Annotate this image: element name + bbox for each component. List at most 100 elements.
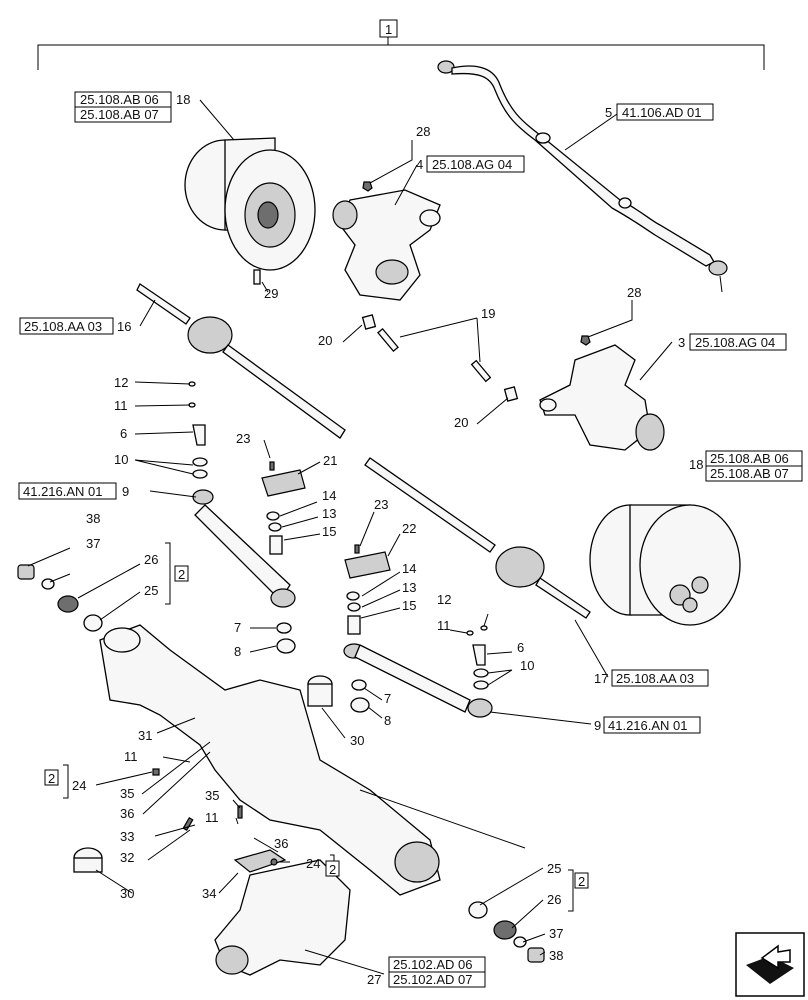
callout-35: 35 (120, 786, 134, 801)
pin-19-a (377, 327, 399, 353)
washer-8-left (276, 638, 296, 654)
plug-24-left (152, 768, 160, 776)
ref-27b: 25.102.AD 07 (393, 972, 473, 987)
callout-7-right: 7 (384, 691, 391, 706)
callout-23-top: 23 (236, 431, 250, 446)
bushing-15-lower (347, 615, 361, 635)
callout-13-upper: 13 (322, 506, 336, 521)
steering-cylinder-lower (343, 643, 493, 718)
callout-18-right: 18 (689, 457, 703, 472)
ring-13-lower (347, 602, 361, 612)
assembly-ref: 1 (385, 22, 392, 37)
callout-30-bottom: 30 (120, 886, 134, 901)
bolt-35 (237, 805, 243, 819)
washer-10a (192, 457, 208, 467)
plug-24-bottom (270, 858, 278, 866)
callout-14-upper: 14 (322, 488, 336, 503)
ring-13-upper (268, 522, 282, 532)
callout-9-right: 9 (594, 718, 601, 733)
screw-23-b (354, 544, 360, 554)
group-2-left: 2 (178, 567, 185, 582)
ring-37-right (513, 936, 527, 948)
cap-38-left (17, 564, 35, 580)
track-rod (437, 60, 728, 293)
callout-22: 22 (402, 521, 416, 536)
bolt-29 (253, 269, 261, 285)
callout-20-top: 20 (318, 333, 332, 348)
ring-37-left (41, 578, 55, 590)
ref-9b: 41.216.AN 01 (608, 718, 688, 733)
callout-13-lower: 13 (402, 580, 416, 595)
callout-8-right: 8 (384, 713, 391, 728)
ref-18a-1: 25.108.AB 06 (80, 92, 159, 107)
leader-lines (27, 99, 673, 975)
ref-9a: 41.216.AN 01 (23, 484, 103, 499)
callout-11-low: 11 (205, 810, 219, 825)
steering-knuckle-right (539, 344, 665, 451)
group-2-bottom: 2 (329, 862, 336, 877)
screw-23-a (269, 461, 275, 471)
bushing-30-lower-body (73, 857, 103, 873)
callout-31: 31 (138, 728, 152, 743)
bracket-22 (344, 551, 391, 579)
nut-28-top (362, 181, 373, 192)
group-2-right: 2 (578, 874, 585, 889)
drive-shaft-lower (364, 457, 591, 619)
callout-18-left: 18 (176, 92, 190, 107)
callout-25-left: 25 (144, 583, 158, 598)
callout-14-lower: 14 (402, 561, 416, 576)
ref-18a-2: 25.108.AB 07 (80, 107, 159, 122)
callout-15-upper: 15 (322, 524, 336, 539)
callout-38-left: 38 (86, 511, 100, 526)
callout-12-right: 12 (437, 592, 451, 607)
differential-housing (214, 859, 351, 976)
clip-11-right (466, 630, 474, 636)
callout-24-left: 24 (72, 778, 86, 793)
nut-28-right (580, 335, 591, 346)
ref-27a: 25.102.AD 06 (393, 957, 473, 972)
bushing-25-right (468, 901, 488, 919)
next-page-icon[interactable] (735, 932, 805, 997)
ring-14-lower (346, 591, 360, 601)
sleeve-20-top (361, 314, 377, 330)
callout-4: 4 (416, 157, 423, 172)
plate-34 (233, 849, 287, 873)
washer-10d (473, 680, 489, 690)
steering-cylinder-left (192, 489, 296, 608)
callout-5: 5 (605, 105, 612, 120)
callout-32: 32 (120, 850, 134, 865)
callout-27: 27 (367, 972, 381, 987)
callout-24-bottom: 24 (306, 856, 320, 871)
callout-20-bottom: 20 (454, 415, 468, 430)
callout-9-left: 9 (122, 484, 129, 499)
pin-19-b (470, 359, 492, 383)
callout-11-mid: 11 (124, 749, 138, 764)
washer-10c (473, 668, 489, 678)
pin-12-right (480, 625, 488, 631)
ref-17: 25.108.AA 03 (616, 671, 694, 686)
hub-drum-left (184, 137, 316, 271)
callout-6-right: 6 (517, 640, 524, 655)
assembly-bracket: 1 (37, 19, 765, 70)
callout-35b: 35 (205, 788, 219, 803)
callout-12-left: 12 (114, 375, 128, 390)
ref-18b-1: 25.108.AB 06 (710, 451, 789, 466)
bushing-25-left (83, 614, 103, 632)
callout-37-left: 37 (86, 536, 100, 551)
callout-25-right: 25 (547, 861, 561, 876)
ref-5: 41.106.AD 01 (622, 105, 702, 120)
callout-8-left: 8 (234, 644, 241, 659)
callout-19: 19 (481, 306, 495, 321)
bearing-26-left (57, 595, 79, 613)
drive-shaft-upper (136, 283, 346, 439)
callout-34: 34 (202, 886, 216, 901)
ref-18b-2: 25.108.AB 07 (710, 466, 789, 481)
callout-11-right: 11 (437, 618, 451, 633)
callout-10-left: 10 (114, 452, 128, 467)
callout-21: 21 (323, 453, 337, 468)
hub-drum-right (589, 504, 741, 626)
callout-10-right: 10 (520, 658, 534, 673)
callout-6-left: 6 (120, 426, 127, 441)
pin-6-left (192, 424, 206, 446)
